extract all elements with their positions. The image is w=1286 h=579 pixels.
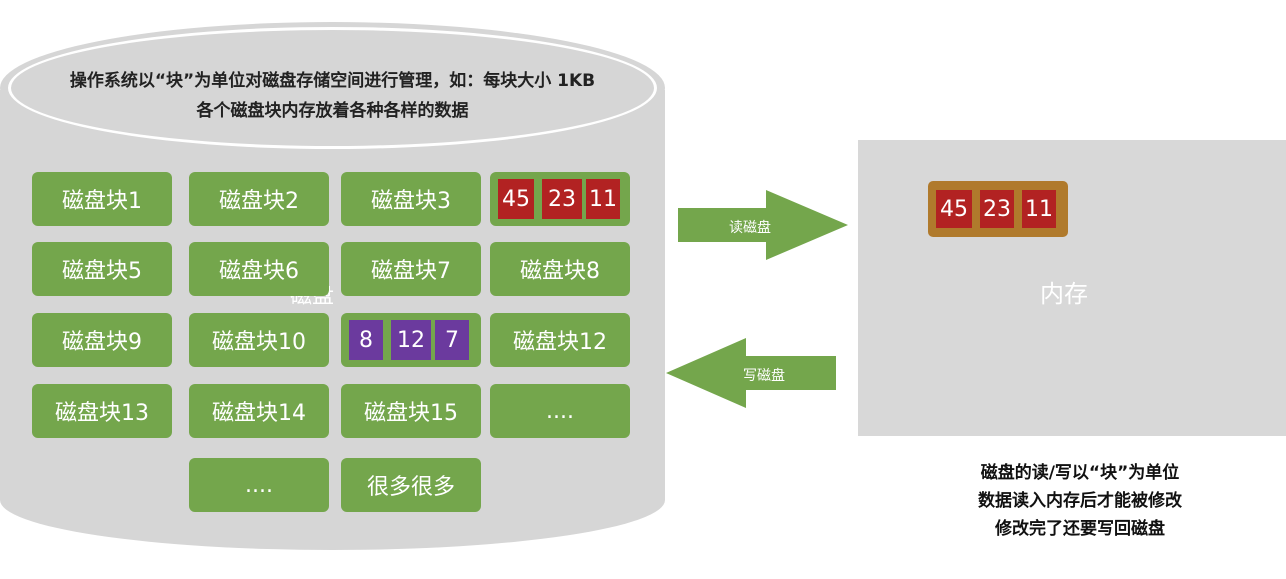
disk-block-4: 45 23 11 xyxy=(490,172,630,226)
note-line2: 数据读入内存后才能被修改 xyxy=(978,491,1182,511)
disk-block-10: 磁盘块10 xyxy=(189,313,329,367)
block11-cell-3: 7 xyxy=(435,320,469,360)
write-disk-label: 写磁盘 xyxy=(743,368,785,384)
disk-caption-line1: 操作系统以“块”为单位对磁盘存储空间进行管理，如：每块大小 1KB xyxy=(69,71,596,91)
disk-block-14: 磁盘块14 xyxy=(189,384,329,438)
disk-block-15: 磁盘块15 xyxy=(341,384,481,438)
memory-label: 内存 xyxy=(1040,280,1088,308)
disk-caption-line2: 各个磁盘块内存放着各种各样的数据 xyxy=(196,101,469,121)
block4-cell-3: 11 xyxy=(586,179,620,219)
disk-block-11: 8 12 7 xyxy=(341,313,481,367)
disk-block-many: 很多很多 xyxy=(341,458,481,512)
block11-cell-1: 8 xyxy=(349,320,383,360)
read-arrow-shape xyxy=(678,190,848,260)
disk-block-9: 磁盘块9 xyxy=(32,313,172,367)
write-arrow-shape xyxy=(666,338,836,408)
note-line1: 磁盘的读/写以“块”为单位 xyxy=(980,463,1180,483)
note-line3: 修改完了还要写回磁盘 xyxy=(995,519,1165,539)
disk-block-more-2: .... xyxy=(189,458,329,512)
disk-block-2: 磁盘块2 xyxy=(189,172,329,226)
memory-cell-1: 45 xyxy=(936,190,972,228)
block11-cell-2: 12 xyxy=(391,320,431,360)
block4-cell-2: 23 xyxy=(542,179,582,219)
disk-block-12: 磁盘块12 xyxy=(490,313,630,367)
write-disk-arrow xyxy=(666,338,836,408)
disk-cylinder-top-rim xyxy=(8,27,657,149)
disk-block-5: 磁盘块5 xyxy=(32,242,172,296)
disk-block-8: 磁盘块8 xyxy=(490,242,630,296)
memory-cell-2: 23 xyxy=(980,190,1014,228)
block4-cell-1: 45 xyxy=(498,179,534,219)
disk-block-1: 磁盘块1 xyxy=(32,172,172,226)
memory-cell-3: 11 xyxy=(1022,190,1056,228)
disk-block-more: .... xyxy=(490,384,630,438)
read-disk-label: 读磁盘 xyxy=(729,220,771,236)
disk-block-13: 磁盘块13 xyxy=(32,384,172,438)
disk-block-6: 磁盘块6 xyxy=(189,242,329,296)
disk-block-7: 磁盘块7 xyxy=(341,242,481,296)
disk-block-3: 磁盘块3 xyxy=(341,172,481,226)
read-disk-arrow xyxy=(678,190,848,260)
